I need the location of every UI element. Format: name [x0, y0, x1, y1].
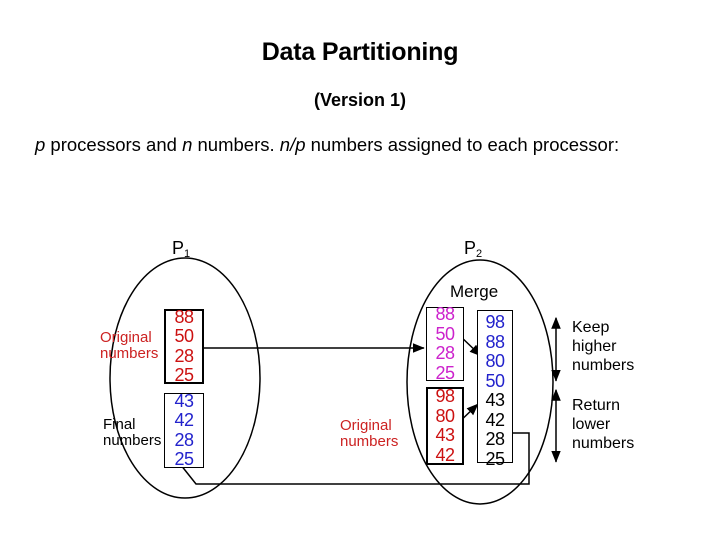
processor-2-header-letter: P	[464, 238, 477, 258]
body-text-3: numbers assigned to each processor:	[305, 134, 620, 155]
processor-2-ellipse	[406, 259, 554, 505]
page-subtitle: (Version 1)	[313, 90, 407, 110]
processor-2-header-index: 2	[476, 248, 483, 260]
p1-original-value-2: 28	[174, 345, 194, 366]
merged-lower-value-2: 28	[485, 429, 505, 449]
processor-1-header-index: 1	[184, 248, 191, 260]
p2-received-value-2: 28	[435, 343, 455, 363]
page-title: Data Partitioning	[261, 38, 459, 66]
p1-final-value-2: 28	[174, 429, 194, 450]
merged-upper-value-3: 50	[485, 370, 505, 391]
body-text-2: numbers.	[192, 134, 280, 155]
p1-final-numbers-box: 43 42 28 25	[164, 390, 204, 469]
p1-original-numbers-box: 88 50 28 25	[164, 306, 204, 385]
p1-final-numbers-label: Final numbers	[103, 416, 162, 449]
merged-lower-value-1: 42	[485, 409, 505, 430]
merge-label: Merge	[450, 282, 499, 301]
p1-final-value-1: 42	[174, 410, 194, 430]
p2-original-numbers-label: Original numbers	[340, 417, 399, 450]
keep-higher-numbers-annotation: Keep higher numbers	[572, 319, 635, 374]
p2-original-value-2: 43	[435, 425, 455, 445]
body-paragraph: p processors and n numbers. n/p numbers …	[35, 128, 685, 161]
p2-original-value-3: 42	[435, 444, 455, 465]
processor-1-header: P1	[172, 238, 191, 260]
processor-1-ellipse	[109, 257, 261, 499]
return-path	[164, 432, 530, 485]
processor-2-header: P2	[464, 238, 483, 260]
processor-1-header-letter: P	[172, 238, 185, 258]
merged-upper-value-2: 80	[485, 351, 505, 371]
p1-original-numbers-label: Original numbers	[100, 329, 159, 362]
p2-received-value-3: 25	[435, 362, 455, 383]
body-var-p: p	[35, 134, 46, 155]
return-lower-numbers-annotation: Return lower numbers	[572, 397, 635, 452]
p2-merged-numbers-box: 98 88 80 50 43 42 28 25	[477, 310, 513, 468]
p1-final-value-3: 25	[174, 449, 194, 469]
merged-upper-value-0: 98	[485, 312, 505, 332]
p2-received-numbers-box: 88 50 28 25	[426, 304, 464, 383]
body-var-n-over-p: n/p	[279, 134, 306, 155]
p2-original-numbers-box: 98 80 43 42	[426, 386, 464, 465]
body-text-1: processors and	[45, 134, 183, 155]
p2-received-value-1: 50	[435, 323, 455, 344]
p1-original-value-1: 50	[174, 326, 194, 346]
body-var-n: n	[182, 134, 193, 155]
merged-lower-value-3: 25	[485, 448, 505, 469]
p1-original-value-0: 88	[174, 306, 194, 327]
p1-original-value-3: 25	[174, 365, 194, 385]
merged-upper-value-1: 88	[485, 331, 505, 352]
merged-lower-value-0: 43	[485, 390, 505, 410]
p1-final-value-0: 43	[174, 390, 194, 411]
p2-original-value-1: 80	[435, 405, 455, 426]
p2-original-value-0: 98	[435, 386, 455, 406]
p2-received-value-0: 88	[435, 304, 455, 324]
